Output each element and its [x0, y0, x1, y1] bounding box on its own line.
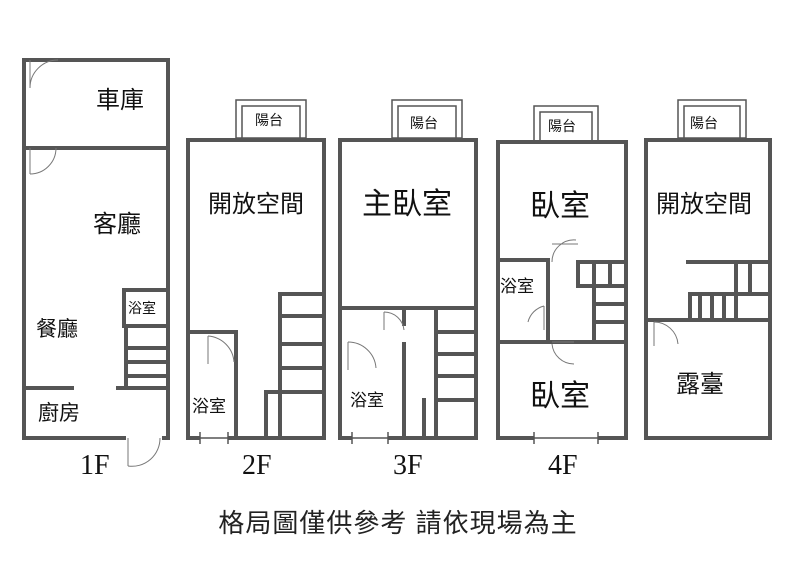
window	[351, 432, 389, 444]
disclaimer-note: 格局圖僅供參考 請依現場為主	[218, 508, 577, 538]
floor-2f-plan: 陽台 開放空間 浴室 2F	[186, 99, 326, 481]
staircase	[698, 260, 752, 322]
room-bedroom: 臥室	[530, 380, 590, 413]
floor-2f-outline	[186, 138, 326, 440]
room-terrace: 露臺	[676, 371, 724, 398]
door-swing	[653, 321, 679, 346]
balcony-label: 陽台	[690, 115, 718, 131]
door-swing	[551, 239, 578, 263]
window	[533, 432, 599, 444]
room-open-space: 開放空間	[656, 191, 752, 218]
floor-3f-outline	[338, 138, 478, 440]
staircase	[124, 328, 170, 390]
room-open-space: 開放空間	[208, 191, 304, 218]
room-living: 客廳	[93, 211, 141, 238]
door-swing	[551, 341, 575, 365]
floor-1f-outline	[22, 58, 170, 440]
room-bath: 浴室	[192, 397, 226, 416]
floor-4f-plan: 陽台 臥室 浴室 臥室 4F	[496, 105, 628, 481]
floor-5f-plan: 陽台 開放空間 露臺	[644, 99, 772, 440]
floor-label: 4F	[548, 450, 578, 481]
balcony-inner	[397, 105, 457, 139]
floor-label: 3F	[393, 450, 423, 481]
door-swing	[29, 59, 59, 89]
balcony-inner	[539, 111, 593, 143]
balcony-label: 陽台	[410, 115, 438, 131]
balcony-label: 陽台	[255, 112, 283, 128]
balcony-inner	[683, 105, 741, 139]
entrance-door	[126, 434, 162, 467]
room-bath: 浴室	[500, 277, 534, 296]
door-swing	[347, 341, 377, 370]
door-swing	[527, 305, 545, 330]
door-swing	[383, 311, 405, 331]
balcony-inner	[241, 105, 301, 139]
room-master-bedroom: 主臥室	[362, 188, 452, 221]
room-bath: 浴室	[128, 300, 156, 316]
balcony-label: 陽台	[548, 118, 576, 134]
staircase	[264, 292, 326, 440]
door-swing	[207, 335, 235, 364]
room-bedroom: 臥室	[530, 190, 590, 223]
floor-5f-outline	[644, 138, 772, 440]
room-dining: 餐廳	[36, 318, 78, 341]
room-bath: 浴室	[350, 391, 384, 410]
door-swing	[29, 147, 57, 175]
room-kitchen: 廚房	[38, 402, 80, 425]
room-garage: 車庫	[96, 87, 144, 114]
floor-label: 1F	[80, 450, 110, 481]
floor-label: 2F	[242, 450, 272, 481]
floor-3f-plan: 陽台 主臥室 浴室 3F	[338, 99, 478, 481]
floor-1f-plan: 車庫 客廳 浴室 餐廳 廚房 1F	[22, 58, 170, 481]
staircase	[576, 260, 628, 344]
staircase	[422, 306, 478, 440]
bath-wall	[122, 288, 170, 328]
window	[199, 432, 229, 444]
